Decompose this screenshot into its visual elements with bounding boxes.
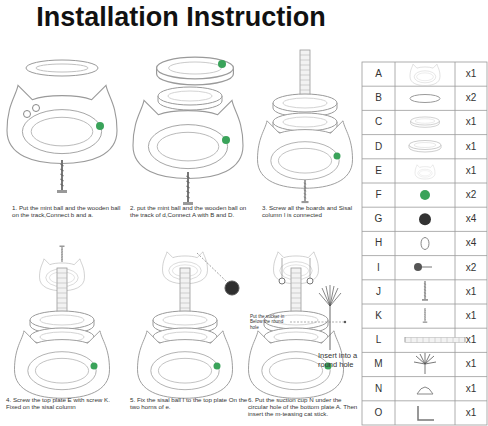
part-k-icon: [423, 308, 428, 323]
part-letter: L: [362, 334, 395, 346]
step-caption: 5. Fix the sisal ball I to the top plate…: [130, 396, 248, 410]
part-letter: F: [362, 189, 395, 201]
part-quantity: x1: [455, 286, 487, 298]
part-quantity: x2: [455, 92, 487, 104]
sisal-ball: [225, 281, 239, 295]
mint-ball: [96, 122, 104, 130]
part-quantity: x1: [455, 334, 487, 346]
screw-k: [60, 246, 65, 263]
parts-table: [362, 62, 487, 425]
mint-ball: [91, 363, 98, 370]
sisal-column: [300, 50, 310, 100]
part-letter: K: [362, 310, 395, 322]
screw-j: [183, 172, 193, 205]
part-b-icon: [410, 95, 440, 103]
table-row-lines: [362, 86, 487, 401]
part-letter: M: [362, 358, 395, 370]
wooden-ball: [33, 105, 40, 112]
step-5-art: [138, 252, 240, 398]
part-l-icon: [405, 338, 465, 343]
part-letter: H: [362, 237, 395, 249]
plate-a: [258, 121, 353, 188]
part-quantity: x1: [455, 383, 487, 395]
plate-d: [157, 57, 234, 85]
callout-note: Insert into a round hole: [318, 352, 360, 369]
hanging-string: [282, 258, 283, 278]
part-letter: G: [362, 213, 395, 225]
title: Installation Instruction: [0, 2, 362, 33]
part-quantity: x1: [455, 358, 487, 370]
step-4-art: [14, 246, 109, 399]
part-quantity: x1: [455, 141, 487, 153]
part-quantity: x4: [455, 237, 487, 249]
ring-b: [26, 60, 98, 76]
part-o-icon: [418, 406, 434, 420]
part-h-icon: [421, 238, 429, 250]
part-quantity: x1: [455, 165, 487, 177]
part-c-icon: [411, 117, 440, 127]
part-letter: D: [362, 141, 395, 153]
part-i-icon: [414, 263, 432, 271]
plate-a: [14, 331, 109, 398]
part-quantity: x2: [455, 189, 487, 201]
step-2-art: [133, 57, 243, 205]
hanging-string: [197, 253, 228, 283]
ring-b-inner: [36, 64, 88, 72]
teaser-stick: [330, 306, 331, 350]
table-column-line: [455, 62, 456, 425]
part-letter: N: [362, 383, 395, 395]
part-quantity: x2: [455, 262, 487, 274]
mint-ball: [218, 60, 226, 68]
plate-a: [7, 85, 117, 163]
step-caption: 6. Put the suction cup N under the circu…: [248, 396, 360, 417]
step-6-art: [249, 252, 347, 398]
table-column-line: [395, 62, 396, 425]
mint-ball: [214, 363, 221, 370]
part-n-icon: [417, 387, 433, 394]
part-m-icon: [414, 353, 436, 374]
part-letter: B: [362, 92, 395, 104]
part-a-icon: [410, 64, 440, 85]
mint-ball: [222, 136, 230, 144]
part-quantity: x1: [455, 68, 487, 80]
part-letter: J: [362, 286, 395, 298]
step-1-art: [7, 60, 117, 193]
hanging-string: [310, 258, 311, 278]
screw-j: [57, 160, 67, 193]
wooden-ball: [24, 111, 31, 118]
plate-c: [158, 87, 222, 110]
part-quantity: x1: [455, 310, 487, 322]
part-letter: I: [362, 262, 395, 274]
part-quantity: x4: [455, 213, 487, 225]
part-e-icon: [415, 165, 435, 179]
leader-dot: [344, 321, 346, 323]
part-letter: C: [362, 116, 395, 128]
callout-note: Put the sucker in Below the round hole: [250, 314, 292, 330]
part-quantity: x1: [455, 116, 487, 128]
table-border: [362, 62, 487, 425]
step-caption: 4. Screw the top plate E with screw K. F…: [6, 396, 124, 410]
screw-j: [302, 180, 309, 203]
sisal-ball: [307, 278, 313, 284]
plate-a: [138, 331, 233, 398]
part-d-icon: [409, 141, 441, 153]
step-3-art: [258, 50, 353, 203]
part-j-icon: [422, 281, 428, 301]
plate-a: [133, 100, 243, 178]
step-caption: 3. Screw all the boards and Sisal column…: [262, 204, 360, 218]
step-caption: 2. put the mint ball and the wooden ball…: [130, 204, 248, 218]
part-letter: A: [362, 68, 395, 80]
step-caption: 1. Put the mint ball and the wooden ball…: [12, 204, 124, 218]
mint-ball: [334, 153, 341, 160]
part-f-icon: [420, 190, 430, 200]
sisal-ball: [279, 278, 285, 284]
teaser-feather: [319, 285, 341, 306]
part-letter: E: [362, 165, 395, 177]
part-letter: O: [362, 407, 395, 419]
leader-line: [290, 322, 345, 323]
part-i-ball: [414, 263, 422, 271]
part-g-icon: [419, 213, 431, 225]
part-quantity: x1: [455, 407, 487, 419]
